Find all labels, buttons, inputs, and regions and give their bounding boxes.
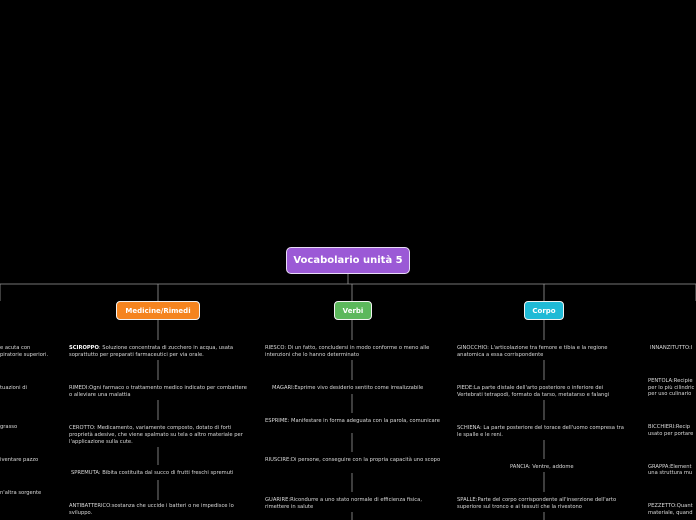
leaf-right-partial[interactable]: INNANZITUTTO:I (650, 345, 693, 351)
leaf-left-partial[interactable]: e acuta con (0, 345, 31, 351)
leaf-ginocchio[interactable]: GINOCCHIO: L'articolazione tra femore e … (457, 345, 608, 358)
branch-corpo[interactable]: Corpo (524, 301, 564, 320)
leaf-left-partial[interactable]: grasso (0, 424, 18, 430)
leaf-schiena[interactable]: SCHIENA: La parte posteriore del torace … (457, 425, 624, 438)
leaf-cerotto[interactable]: CEROTTO: Medicamento, variamente compost… (69, 425, 243, 445)
leaf-rimedi[interactable]: RIMEDI:Ogni farmaco o trattamento medico… (69, 385, 247, 398)
leaf-right-partial[interactable]: per lo più cilindric (648, 385, 695, 391)
leaf-riesco[interactable]: RIESCO: Di un fatto, concludersi in modo… (265, 345, 430, 358)
leaf-left-partial[interactable]: piratorie superiori. (0, 352, 49, 358)
leaf-definition: : Soluzione concentrata di zucchero in a… (69, 345, 234, 358)
leaf-right-partial[interactable]: una struttura mu (648, 470, 693, 476)
branch-medicine-rimedi[interactable]: Medicine/Rimedi (116, 301, 200, 320)
branch-verbi[interactable]: Verbi (334, 301, 372, 320)
leaf-pancia[interactable]: PANCIA: Ventre, addome (510, 464, 574, 470)
leaf-guarire[interactable]: GUARIRE:Ricondurre a uno stato normale d… (265, 497, 422, 510)
leaf-right-partial[interactable]: PEZZETTO:Quant (648, 503, 693, 509)
leaf-left-partial[interactable]: tuazioni di (0, 385, 27, 391)
leaf-term: SCIROPPO (69, 345, 99, 351)
leaf-sciroppo[interactable]: SCIROPPO: Soluzione concentrata di zucch… (69, 345, 251, 359)
root-topic[interactable]: Vocabolario unità 5 (286, 247, 410, 274)
leaf-left-partial[interactable]: iventare pazzo (0, 457, 39, 463)
leaf-magari[interactable]: MAGARI:Esprime vivo desiderio sentito co… (272, 385, 424, 391)
leaf-right-partial[interactable]: BICCHIERI:Recip (648, 424, 691, 430)
leaf-right-partial[interactable]: per uso culinario (648, 391, 692, 397)
leaf-right-partial[interactable]: GRAPPA:Element (648, 464, 692, 470)
leaf-right-partial[interactable]: usato per portare (648, 431, 694, 437)
leaf-spalle[interactable]: SPALLE:Parte del corpo corrispondente al… (457, 497, 617, 510)
leaf-left-partial[interactable]: n'altra sorgente (0, 490, 42, 496)
leaf-antibatterico[interactable]: ANTIBATTERICO:sostanza che uccide i batt… (69, 503, 234, 516)
leaf-piede[interactable]: PIEDE:La parte distale dell'arto posteri… (457, 385, 610, 398)
leaf-spremuta[interactable]: SPREMUTA: Bibita costituita dal succo di… (71, 470, 234, 476)
leaf-riuscire[interactable]: RIUSCIRE:Di persone, conseguire con la p… (265, 457, 441, 463)
leaf-right-partial[interactable]: materiale, quand (648, 510, 693, 516)
leaf-esprime[interactable]: ESPRIME: Manifestare in forma adeguata c… (265, 418, 440, 424)
leaf-right-partial[interactable]: PENTOLA:Recipie (648, 378, 693, 384)
